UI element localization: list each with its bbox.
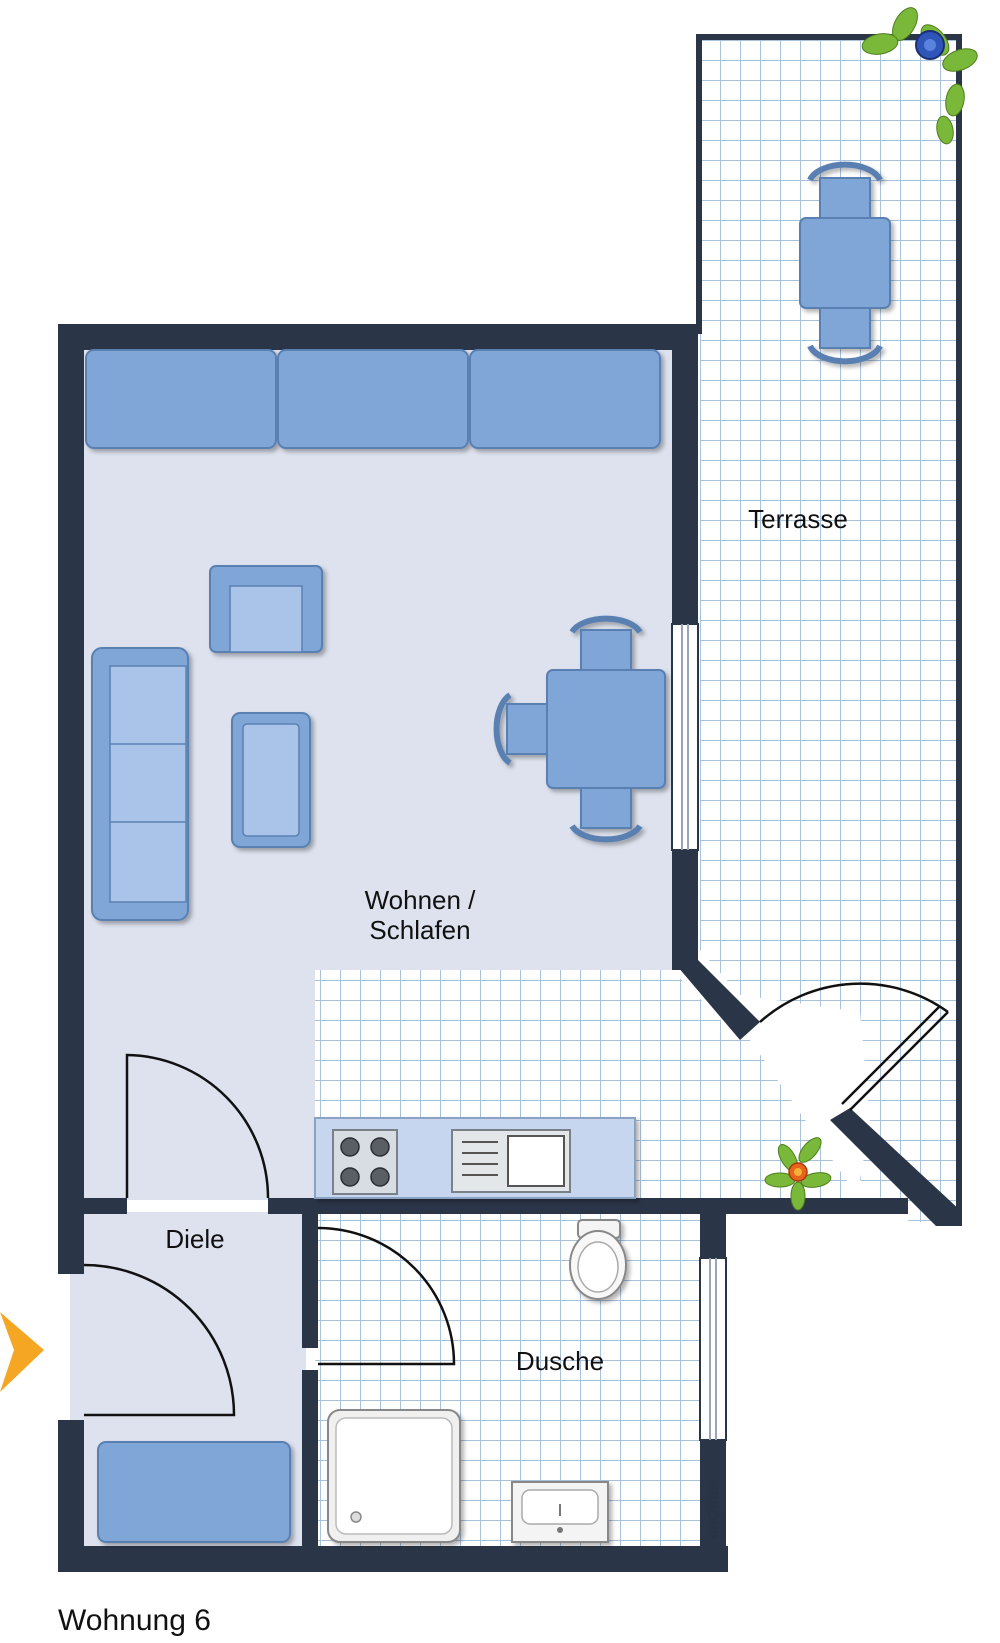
apartment-caption: Wohnung 6 — [58, 1604, 211, 1637]
terrace-label: Terrasse — [748, 504, 848, 534]
terrace-floor — [700, 36, 960, 1222]
washbasin-icon — [511, 1481, 609, 1543]
armchair — [209, 565, 323, 653]
kitchen-counter — [314, 1117, 636, 1199]
wardrobe-1 — [85, 349, 277, 449]
toilet-icon — [569, 1219, 627, 1300]
sink-icon — [451, 1129, 571, 1193]
living-label-line2: Schlafen — [369, 915, 470, 945]
bathroom-fixtures — [327, 1219, 627, 1543]
coffee-table — [231, 712, 311, 848]
dining-set — [493, 615, 666, 843]
stove-icon — [332, 1129, 398, 1195]
living-furniture — [85, 349, 666, 921]
walls — [58, 34, 962, 1572]
hall-cabinet — [97, 1441, 291, 1543]
hall-label: Diele — [165, 1224, 224, 1254]
shower-tray — [327, 1409, 461, 1543]
entrance-arrow-icon — [0, 1312, 44, 1392]
logo-sub: SOFTWARE — [721, 1510, 727, 1539]
wardrobe-2 — [277, 349, 469, 449]
logo-brand: onOffice — [705, 1478, 722, 1539]
doors — [83, 982, 949, 1417]
shower-label: Dusche — [516, 1346, 604, 1376]
terrace-furniture — [799, 161, 891, 365]
sofa — [91, 647, 189, 921]
logo: onOffice SOFTWARE — [705, 1478, 727, 1539]
hall-door — [125, 1053, 270, 1199]
plant-icon — [861, 7, 978, 145]
living-label-line1: Wohnen / — [365, 885, 477, 915]
plant-icon — [764, 1137, 832, 1211]
terrace-door — [759, 982, 949, 1023]
entrance-door — [83, 1263, 236, 1417]
wardrobe-3 — [469, 349, 661, 449]
windows — [671, 623, 727, 1441]
shower-door — [317, 1226, 456, 1366]
